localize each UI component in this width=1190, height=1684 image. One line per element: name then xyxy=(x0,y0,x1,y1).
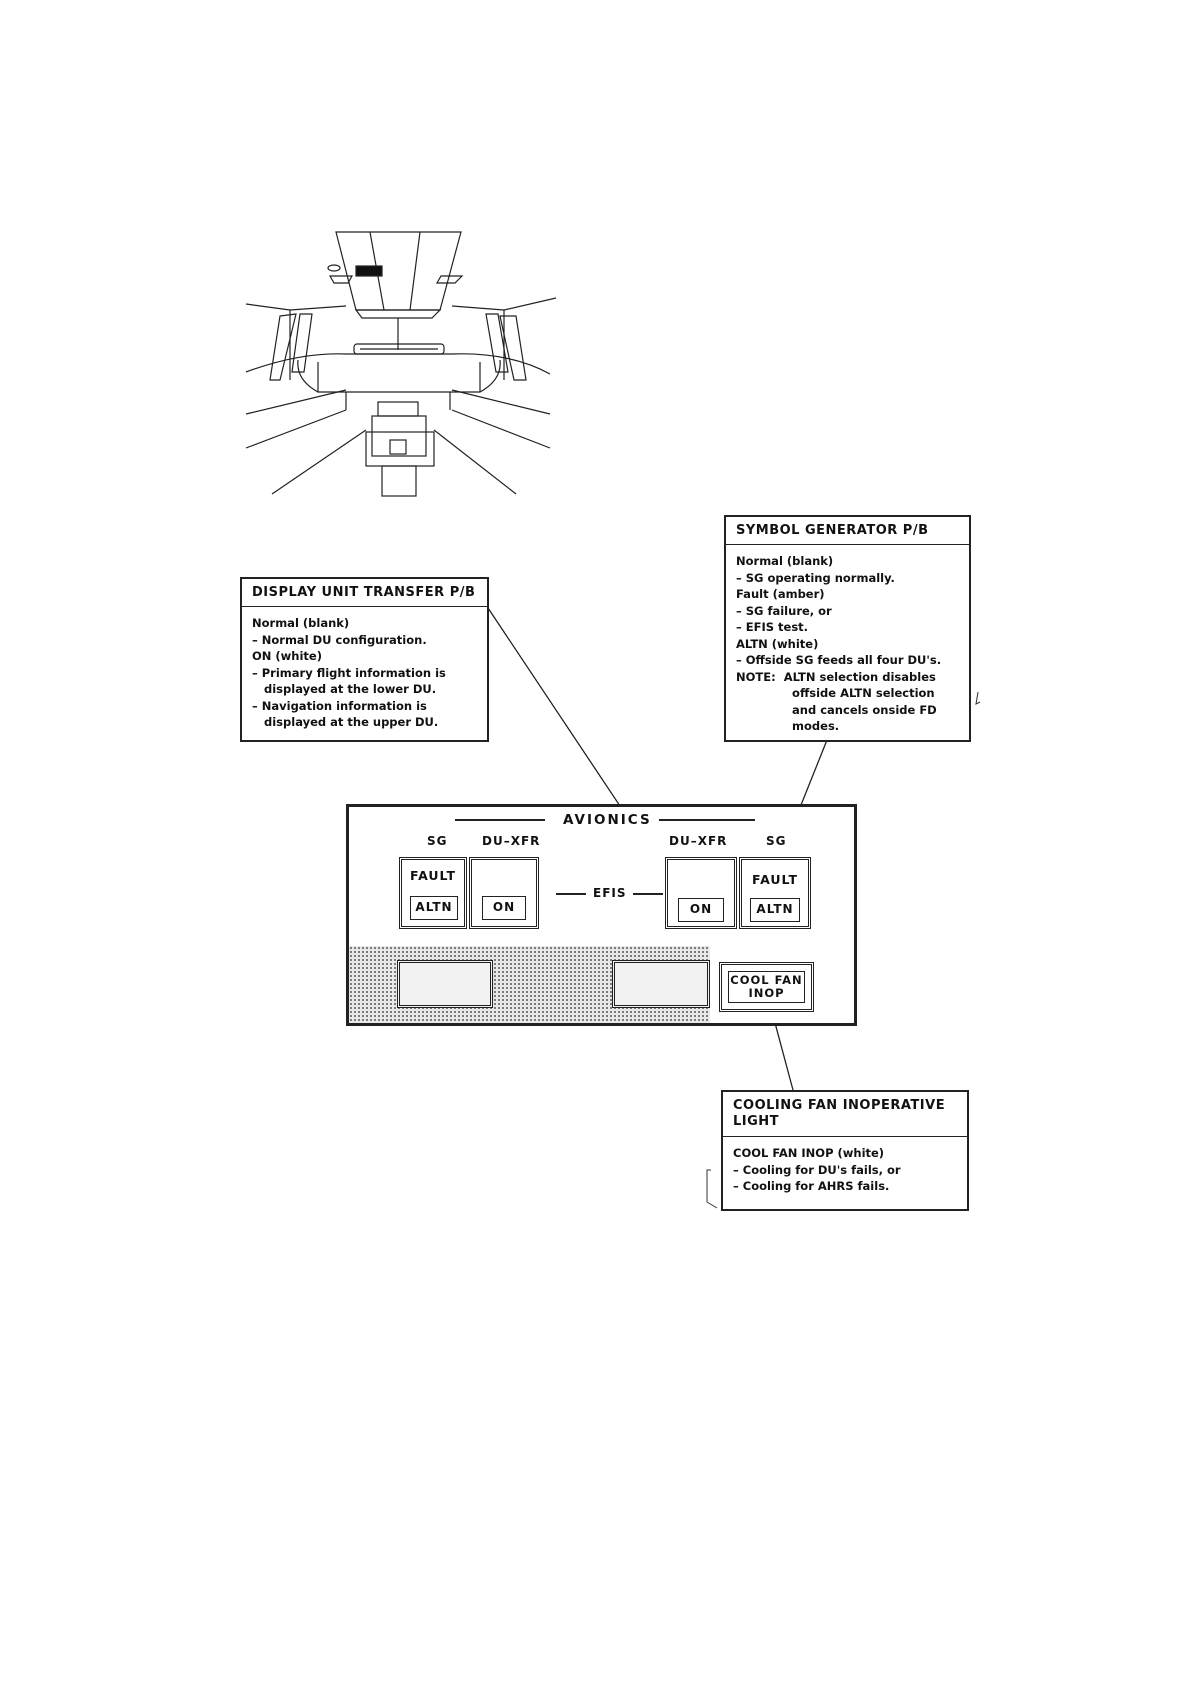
blank-button-left[interactable] xyxy=(397,960,493,1008)
left-duxfr-label: DU–XFR xyxy=(482,834,541,848)
cool-fan-legend: COOL FAN INOP xyxy=(728,971,805,1003)
blank-button-right[interactable] xyxy=(612,960,710,1008)
sg-line: – Offside SG feeds all four DU's. xyxy=(736,653,942,667)
sg-line: modes. xyxy=(736,719,840,733)
dut-line: ON (white) xyxy=(252,649,322,663)
efis-label: EFIS xyxy=(593,886,627,900)
symbol-generator-title: SYMBOL GENERATOR P/B xyxy=(726,517,969,545)
cooling-fan-callout: COOLING FAN INOPERATIVE LIGHT COOL FAN I… xyxy=(721,1090,969,1211)
sg-line: ALTN (white) xyxy=(736,636,819,651)
dut-line: Normal (blank) xyxy=(252,616,350,630)
dut-line: – Primary flight information is xyxy=(252,665,446,680)
right-duxfr-button[interactable]: ON xyxy=(665,857,737,929)
on-legend: ON xyxy=(482,896,526,920)
symbol-generator-callout: SYMBOL GENERATOR P/B Normal (blank) – SG… xyxy=(724,515,971,742)
sg-line: NOTE: ALTN selection disables xyxy=(736,669,936,684)
cf-line: COOL FAN INOP (white) xyxy=(733,1146,885,1160)
cool-fan-line2: INOP xyxy=(748,986,785,1000)
title-rule-right xyxy=(659,819,755,821)
panel-title: AVIONICS xyxy=(563,812,652,828)
dut-line: – Normal DU configuration. xyxy=(252,632,427,647)
sg-line: offside ALTN selection xyxy=(736,686,935,700)
avionics-panel: AVIONICS SG DU–XFR DU–XFR SG FAULT ALTN … xyxy=(346,804,857,1026)
on-legend: ON xyxy=(678,898,724,922)
altn-legend: ALTN xyxy=(410,896,458,920)
dut-line: – Navigation information is xyxy=(252,698,427,713)
cooling-fan-title-line2: LIGHT xyxy=(733,1114,780,1129)
title-rule-left xyxy=(455,819,545,821)
sg-line: – EFIS test. xyxy=(736,620,809,634)
right-sg-button[interactable]: FAULT ALTN xyxy=(739,857,811,929)
sg-line: Fault (amber) xyxy=(736,587,825,601)
fault-legend: FAULT xyxy=(410,868,456,883)
left-sg-button[interactable]: FAULT ALTN xyxy=(399,857,467,929)
cf-line: – Cooling for AHRS fails. xyxy=(733,1179,890,1193)
dut-line: displayed at the upper DU. xyxy=(252,715,439,729)
display-unit-transfer-callout: DISPLAY UNIT TRANSFER P/B Normal (blank)… xyxy=(240,577,489,742)
sg-line: Normal (blank) xyxy=(736,554,834,568)
efis-rule-right xyxy=(633,893,663,895)
sg-line: – SG failure, or xyxy=(736,603,832,618)
sg-line: – SG operating normally. xyxy=(736,570,895,585)
cooling-fan-title-line1: COOLING FAN INOPERATIVE xyxy=(733,1098,946,1113)
left-duxfr-button[interactable]: ON xyxy=(469,857,539,929)
sg-line: and cancels onside FD xyxy=(736,702,937,717)
dut-line: displayed at the lower DU. xyxy=(252,682,437,696)
display-unit-transfer-title: DISPLAY UNIT TRANSFER P/B xyxy=(242,579,487,607)
efis-rule-left xyxy=(556,893,586,895)
cool-fan-inop-light: COOL FAN INOP xyxy=(719,962,814,1012)
right-duxfr-label: DU–XFR xyxy=(669,834,728,848)
margin-marks xyxy=(706,691,981,1209)
cf-line: – Cooling for DU's fails, or xyxy=(733,1162,901,1177)
cool-fan-line1: COOL FAN xyxy=(730,973,803,987)
left-sg-label: SG xyxy=(427,834,448,848)
cockpit-perspective-icon xyxy=(245,231,557,497)
cooling-fan-title: COOLING FAN INOPERATIVE LIGHT xyxy=(723,1092,967,1137)
altn-legend: ALTN xyxy=(750,898,800,922)
right-sg-label: SG xyxy=(766,834,787,848)
fault-legend: FAULT xyxy=(752,872,798,887)
